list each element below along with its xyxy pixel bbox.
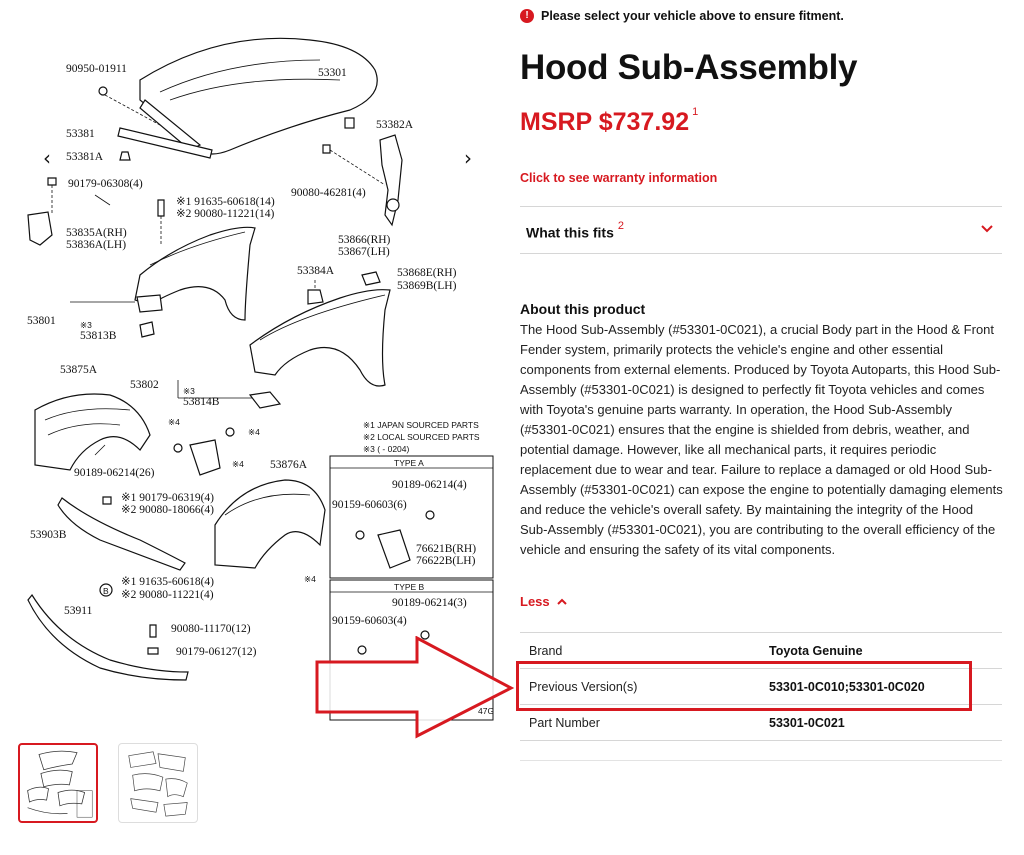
label-note3-a: ※3 bbox=[80, 320, 92, 330]
label-53802: 53802 bbox=[130, 379, 159, 391]
label-91635-60618: ※1 91635-60618(14) bbox=[176, 196, 275, 208]
about-description: The Hood Sub-Assembly (#53301-0C021), a … bbox=[520, 322, 1003, 557]
carousel-prev-button[interactable]: ‹ bbox=[43, 146, 51, 170]
spec-row-previous-versions: Previous Version(s) 53301-0C010;53301-0C… bbox=[520, 668, 1002, 705]
fender-rh-part bbox=[249, 289, 391, 387]
what-this-fits-text: What this fits bbox=[526, 224, 614, 241]
label-91635-60618-4: ※1 91635-60618(4) bbox=[121, 576, 214, 588]
spec-value: 53301-0C010;53301-0C020 bbox=[769, 679, 925, 694]
front-spoiler-part bbox=[27, 593, 189, 681]
label-note3-range: ※3 ( - 0204) bbox=[363, 444, 410, 454]
label-53869b: 53869B(LH) bbox=[397, 280, 457, 292]
label-type-a: TYPE A bbox=[394, 458, 424, 468]
fender-lh-part bbox=[134, 226, 256, 321]
label-japan-sourced: ※1 JAPAN SOURCED PARTS bbox=[363, 420, 479, 430]
label-90179-06308: 90179-06308(4) bbox=[68, 178, 143, 190]
label-53384a: 53384A bbox=[297, 265, 335, 277]
price-footnote[interactable]: 1 bbox=[692, 106, 699, 118]
label-90080-11170: 90080-11170(12) bbox=[171, 623, 251, 635]
label-53868e: 53868E(RH) bbox=[397, 267, 457, 279]
fender-liner-rh-part bbox=[214, 479, 326, 569]
divider bbox=[520, 760, 1002, 761]
fender-bracket-part bbox=[27, 211, 53, 246]
label-53381: 53381 bbox=[66, 128, 95, 140]
label-90159-60603-6: 90159-60603(6) bbox=[332, 499, 407, 511]
hood-seal-part bbox=[117, 127, 213, 159]
spec-value: Toyota Genuine bbox=[769, 643, 863, 658]
label-note3-b: ※3 bbox=[183, 386, 195, 396]
label-note4-c: ※4 bbox=[232, 459, 244, 469]
spec-key: Part Number bbox=[529, 715, 600, 730]
alert-icon: ! bbox=[520, 9, 534, 23]
label-53813b: 53813B bbox=[80, 330, 117, 342]
label-53903b: 53903B bbox=[30, 529, 67, 541]
chevron-down-icon[interactable] bbox=[978, 219, 996, 237]
fitment-notice: ! Please select your vehicle above to en… bbox=[520, 9, 844, 23]
label-note4-b: ※4 bbox=[248, 427, 260, 437]
label-53801: 53801 bbox=[27, 315, 56, 327]
spec-row-brand: Brand Toyota Genuine bbox=[520, 632, 1002, 669]
annotation-highlight-box bbox=[516, 661, 972, 711]
label-53836a: 53836A(LH) bbox=[66, 239, 126, 251]
label-53835a: 53835A(RH) bbox=[66, 227, 127, 239]
parts-diagram: 90950-01911 53301 53381 53382A 53381A 90… bbox=[0, 0, 505, 735]
carousel-next-button[interactable]: › bbox=[464, 146, 472, 170]
label-53876a: 53876A bbox=[270, 459, 308, 471]
label-90189-06214-4: 90189-06214(4) bbox=[392, 479, 467, 491]
thumbnail-strip bbox=[18, 743, 198, 823]
label-47g: 47G bbox=[478, 706, 494, 716]
less-toggle-label: Less bbox=[520, 594, 550, 609]
label-local-sourced: ※2 LOCAL SOURCED PARTS bbox=[363, 432, 480, 442]
label-53867: 53867(LH) bbox=[338, 246, 390, 258]
label-90189-06214-3: 90189-06214(3) bbox=[392, 597, 467, 609]
thumbnail-2[interactable] bbox=[118, 743, 198, 823]
label-90179-06127: 90179-06127(12) bbox=[176, 646, 257, 658]
spec-row-part-number: Part Number 53301-0C021 bbox=[520, 704, 1002, 741]
product-price-text: MSRP $737.92 bbox=[520, 108, 690, 136]
less-toggle[interactable]: Less bbox=[520, 594, 568, 609]
bumper-reinforcement-part bbox=[57, 497, 186, 571]
parts-diagram-svg: 90950-01911 53301 53381 53382A 53381A 90… bbox=[27, 37, 494, 721]
label-90080-11221: ※2 90080-11221(14) bbox=[176, 208, 274, 220]
spec-key: Previous Version(s) bbox=[529, 679, 638, 694]
warranty-link[interactable]: Click to see warranty information bbox=[520, 171, 718, 185]
thumbnail-1-image bbox=[27, 750, 93, 818]
label-note4-a: ※4 bbox=[168, 417, 180, 427]
label-53381a: 53381A bbox=[66, 151, 104, 163]
about-heading: About this product bbox=[520, 301, 646, 317]
fitment-notice-text: Please select your vehicle above to ensu… bbox=[541, 9, 844, 23]
label-90159-60603-4: 90159-60603(4) bbox=[332, 615, 407, 627]
label-90950-01911: 90950-01911 bbox=[66, 63, 127, 75]
label-53866: 53866(RH) bbox=[338, 234, 391, 246]
thumbnail-2-image bbox=[128, 751, 188, 817]
label-90179-06319: ※1 90179-06319(4) bbox=[121, 492, 214, 504]
fender-liner-lh-part bbox=[34, 393, 151, 471]
hood-hinge-part bbox=[379, 134, 403, 227]
label-90189-06214-26: 90189-06214(26) bbox=[74, 467, 155, 479]
label-53814b: 53814B bbox=[183, 396, 220, 408]
label-b-marker: B bbox=[103, 586, 109, 596]
what-this-fits-footnote[interactable]: 2 bbox=[617, 220, 625, 232]
label-note4-d: ※4 bbox=[304, 574, 316, 584]
label-type-b: TYPE B bbox=[394, 582, 425, 592]
label-90080-18066: ※2 90080-18066(4) bbox=[121, 504, 214, 516]
product-title: Hood Sub-Assembly bbox=[520, 48, 858, 87]
label-90080-11221-4: ※2 90080-11221(4) bbox=[121, 589, 214, 601]
thumbnail-1[interactable] bbox=[18, 743, 98, 823]
spec-key: Brand bbox=[529, 643, 563, 658]
chevron-up-icon bbox=[556, 598, 567, 605]
label-76621b: 76621B(RH) bbox=[416, 543, 476, 555]
spec-table: Brand Toyota Genuine Previous Version(s)… bbox=[520, 632, 1002, 741]
label-90080-46281: 90080-46281(4) bbox=[291, 187, 366, 199]
spec-value: 53301-0C021 bbox=[769, 715, 845, 730]
label-76622b: 76622B(LH) bbox=[416, 555, 476, 567]
label-53875a: 53875A bbox=[60, 364, 98, 376]
label-53911: 53911 bbox=[64, 605, 93, 617]
label-53382a: 53382A bbox=[376, 119, 414, 131]
label-53301: 53301 bbox=[318, 67, 347, 79]
